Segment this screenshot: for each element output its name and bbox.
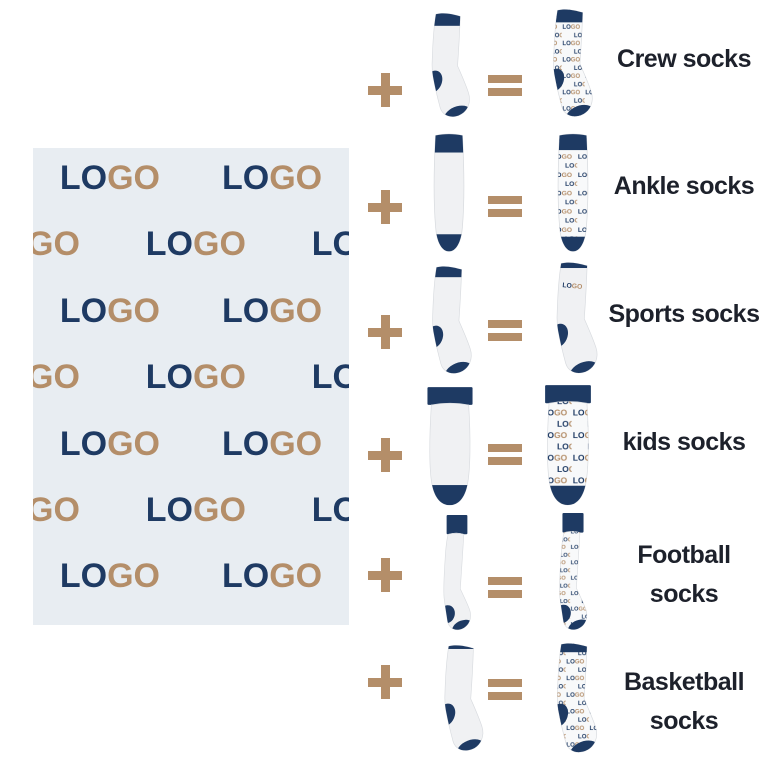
equals-icon bbox=[488, 444, 522, 466]
sock-type-label-line: Sports socks bbox=[608, 299, 760, 328]
logo-text: LO bbox=[311, 358, 349, 397]
sock-row-ankle: Ankle socks bbox=[360, 130, 768, 256]
plus-icon bbox=[368, 665, 402, 699]
logo-text: LOGO bbox=[59, 291, 160, 330]
logo-text: LOGO bbox=[222, 424, 323, 463]
crew-sock-patterned-image bbox=[553, 9, 593, 117]
equals-icon bbox=[488, 679, 522, 701]
sock-type-label: Crew socks bbox=[602, 4, 766, 128]
svg-text:LOGO: LOGO bbox=[562, 282, 582, 291]
logo-pattern-row: GO LOGO LO bbox=[33, 355, 349, 399]
equals-icon bbox=[488, 75, 522, 97]
logo-text: LO bbox=[311, 491, 349, 529]
equals-icon bbox=[488, 196, 522, 218]
logo-text: LO bbox=[311, 225, 349, 264]
sock-row-basketball: Basketball socks bbox=[360, 638, 768, 766]
logo-text: LOGO bbox=[145, 225, 246, 264]
sock-type-label-line: Crew socks bbox=[617, 44, 751, 73]
sock-type-label: kids socks bbox=[602, 384, 766, 514]
plus-icon bbox=[368, 73, 402, 107]
logo-text: LOGO bbox=[59, 159, 160, 197]
sock-type-label: Football socks bbox=[602, 512, 766, 638]
kids-sock-plain-image bbox=[427, 387, 473, 506]
logo-text: LOGO bbox=[59, 557, 160, 596]
sock-row-kids: kids socks bbox=[360, 384, 768, 514]
equals-icon bbox=[488, 577, 522, 599]
plus-icon bbox=[368, 190, 402, 224]
sock-type-label-line: Football bbox=[637, 541, 731, 569]
logo-pattern-row: LOGO LOGO bbox=[33, 289, 349, 333]
logo-text: LOGO bbox=[145, 358, 246, 397]
logo-text: LOGO bbox=[145, 491, 246, 529]
plus-icon bbox=[368, 438, 402, 472]
logo-pattern-row: LOGO LOGO bbox=[33, 422, 349, 466]
ankle-sock-plain-image bbox=[433, 133, 465, 252]
sock-row-crew: Crew socks bbox=[360, 4, 768, 128]
logo-pattern-row: GO LOGO LO bbox=[33, 488, 349, 532]
logo-text: LOGO bbox=[222, 159, 323, 197]
sock-type-label-line: kids socks bbox=[622, 427, 746, 456]
sock-type-label: Basketball socks bbox=[602, 638, 766, 766]
logo-text: GO bbox=[33, 358, 80, 397]
football-sock-plain-image bbox=[443, 515, 471, 631]
sock-type-label-line: socks bbox=[649, 707, 719, 735]
sock-row-sports: LOGO Sports socks bbox=[360, 256, 768, 386]
sports-sock-plain-image bbox=[432, 266, 472, 374]
plus-icon bbox=[368, 315, 402, 349]
logo-pattern-row: GO LOGO LO bbox=[33, 222, 349, 266]
basketball-sock-patterned-image bbox=[556, 643, 597, 753]
logo-text: LOGO bbox=[59, 424, 160, 463]
basketball-sock-plain-image bbox=[444, 645, 484, 751]
sock-type-label: Ankle socks bbox=[602, 130, 766, 256]
logo-text: LOGO bbox=[222, 291, 323, 330]
sock-type-label-line: socks bbox=[649, 580, 719, 608]
logo-pattern-row: LOGO LOGO bbox=[33, 156, 349, 200]
crew-sock-plain-image bbox=[431, 13, 470, 117]
plus-icon bbox=[368, 558, 402, 592]
sock-row-football: Football socks bbox=[360, 512, 768, 638]
embroidered-logo-text: LO bbox=[562, 282, 572, 290]
logo-text: LOGO bbox=[222, 557, 323, 596]
embroidered-logo-text: GO bbox=[571, 283, 582, 291]
equals-icon bbox=[488, 320, 522, 342]
logo-text: GO bbox=[33, 225, 80, 264]
logo-text: GO bbox=[33, 491, 80, 529]
logo-pattern-row: LOGO LOGO bbox=[33, 554, 349, 598]
sock-type-label-line: Ankle socks bbox=[613, 171, 755, 200]
sock-type-label: Sports socks bbox=[602, 256, 766, 386]
sock-type-label-line: Basketball bbox=[623, 668, 745, 696]
sports-sock-patterned-image: LOGO bbox=[556, 262, 598, 374]
ankle-sock-patterned-image bbox=[557, 133, 589, 252]
football-sock-patterned-image bbox=[559, 513, 588, 630]
kids-sock-patterned-image bbox=[545, 385, 591, 506]
